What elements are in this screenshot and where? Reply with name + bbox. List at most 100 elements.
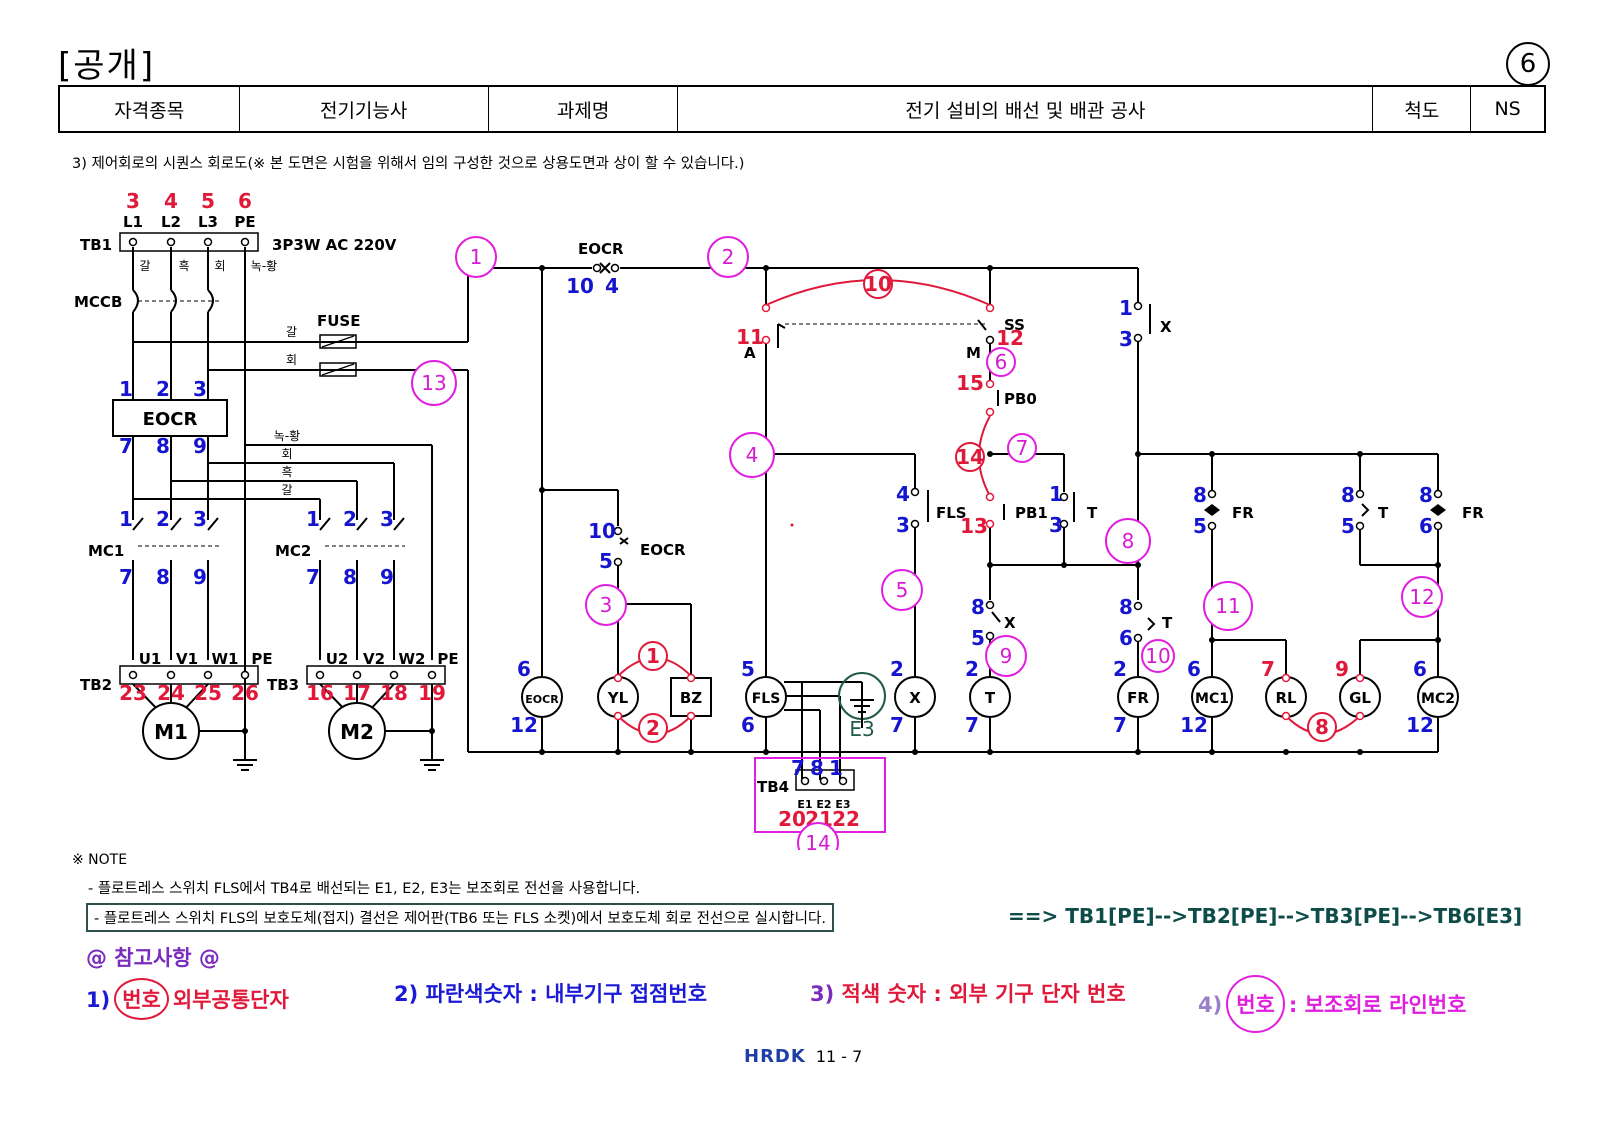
reference-item-3: 3) 적색 숫자 : 외부 기구 단자 번호	[810, 978, 1126, 1008]
line-number: 4	[746, 443, 759, 467]
line-number-circle	[1141, 639, 1175, 673]
tb3-terminal-number: 16	[306, 681, 334, 705]
header-cell-5: NS	[1494, 98, 1521, 120]
ref-4-circle: 번호	[1226, 975, 1285, 1033]
tb3-terminal-number: 17	[343, 681, 371, 705]
ss-number: 11	[736, 325, 764, 349]
eocr-output-number: 7	[119, 434, 133, 458]
tb3-terminal-label: U2	[326, 650, 349, 668]
tb4-terminal-label: E2	[816, 798, 831, 811]
tb1-terminal	[166, 237, 176, 247]
coil-label: FLS	[752, 691, 781, 707]
tb1-terminal-label: L2	[161, 213, 181, 231]
t-contact-number: 3	[1049, 513, 1063, 537]
fls-contact-number: 4	[896, 482, 910, 506]
eocr-contact-label: EOCR	[640, 541, 686, 559]
line-number-circle	[797, 822, 839, 850]
mc2-bottom-number: 7	[306, 565, 320, 589]
tb1-terminal-label: L1	[123, 213, 143, 231]
line-number-circle	[985, 635, 1027, 677]
eocr-input-number: 3	[193, 377, 207, 401]
coil-top-number: 5	[741, 657, 755, 681]
tb1-terminal-number: 3	[126, 189, 140, 213]
pb0-label: PB0	[1004, 390, 1037, 408]
tb3-terminal	[315, 670, 325, 680]
coil-top-number: 6	[1187, 657, 1201, 681]
ss-label: SS	[1004, 316, 1025, 334]
coil-bottom-number: 12	[1406, 713, 1434, 737]
t2-contact-number: 5	[1341, 514, 1355, 538]
ref-4-text: : 보조회로 라인번호	[1288, 993, 1467, 1017]
page-title: [공개]	[58, 46, 156, 86]
mc1-top-number: 3	[193, 507, 207, 531]
tb1-terminal-label: PE	[234, 213, 255, 231]
tb2-terminal-label: W1	[212, 650, 239, 668]
coil-terminal	[1281, 711, 1291, 721]
line-number-circle	[881, 569, 923, 611]
coil-top-number: 2	[890, 657, 904, 681]
common-terminal-circle	[955, 442, 985, 472]
header-cell-2: 과제명	[489, 87, 679, 131]
reference-title: @ 참고사항 @	[86, 946, 220, 970]
line-number-circle	[455, 236, 497, 278]
fls-contact-label: FLS	[936, 504, 967, 522]
coil-top-number: 7	[1261, 657, 1275, 681]
note-line-2: - 플로트레스 스위치 FLS의 보호도체(접지) 결선은 제어판(TB6 또는…	[86, 903, 834, 932]
coil-label: RL	[1275, 689, 1297, 707]
line-number: 1	[470, 245, 483, 269]
mc2-top-number: 3	[380, 507, 394, 531]
coil-label: BZ	[680, 689, 702, 707]
coil-terminal	[686, 673, 696, 683]
tb1-terminal-number: 5	[201, 189, 215, 213]
t-lower-label: T	[1162, 614, 1173, 632]
x-lower-label: X	[1004, 614, 1016, 632]
t-contact-label: T	[1087, 504, 1098, 522]
section-subtitle: 3) 제어회로의 시퀀스 회로도(※ 본 도면은 시험을 위해서 임의 구성한 …	[72, 156, 745, 172]
tb4-label: TB4	[757, 778, 789, 796]
bus-color-label: 회	[281, 447, 292, 461]
coil-label: T	[985, 689, 996, 707]
x-contact-number: 3	[1119, 327, 1133, 351]
x-contact-number: 1	[1119, 296, 1133, 320]
tb3-terminal	[389, 670, 399, 680]
tb3-terminal-number: 19	[418, 681, 446, 705]
tb3-terminal-label: W2	[399, 650, 426, 668]
fuse-label: FUSE	[317, 312, 360, 330]
mc1-bottom-number: 8	[156, 565, 170, 589]
x-lower-number: 8	[971, 595, 985, 619]
tb2-label: TB2	[80, 676, 112, 694]
fr-contact-label: FR	[1232, 504, 1254, 522]
line-number: 5	[896, 578, 909, 602]
t-lower-number: 8	[1119, 595, 1133, 619]
mc2-bottom-number: 8	[343, 565, 357, 589]
control-wiring	[468, 262, 1446, 833]
tb3-terminal	[427, 670, 437, 680]
line-number: 7	[1016, 436, 1029, 460]
mc2-top-number: 2	[343, 507, 357, 531]
coil-x	[894, 676, 936, 718]
t-lower-number: 6	[1119, 626, 1133, 650]
coil-bottom-number: 6	[741, 713, 755, 737]
tb2-terminal	[203, 670, 213, 680]
line-number: 12	[1409, 585, 1434, 609]
tb3-terminal-number: 18	[380, 681, 408, 705]
tb2-terminal-number: 23	[119, 681, 147, 705]
wire-color-label: 갈	[139, 259, 150, 273]
line-number-circle	[1401, 576, 1443, 618]
coil-label: EOCR	[525, 693, 559, 706]
pb1-number: 13	[960, 514, 988, 538]
coil-label: MC1	[1195, 691, 1229, 707]
bus-color-label: 갈	[281, 483, 292, 497]
coil-label: MC2	[1421, 691, 1455, 707]
coil-terminal	[1355, 711, 1365, 721]
bus-color-label: 흑	[281, 465, 292, 479]
t2-contact-label: T	[1378, 504, 1389, 522]
common-terminal-number: 1	[646, 644, 660, 668]
line-number: 9	[1000, 644, 1013, 668]
coil-t	[969, 676, 1011, 718]
line-number: 11	[1215, 594, 1240, 618]
coil-top-number: 2	[965, 657, 979, 681]
mc1-label: MC1	[88, 542, 124, 560]
mc2-label: MC2	[275, 542, 311, 560]
